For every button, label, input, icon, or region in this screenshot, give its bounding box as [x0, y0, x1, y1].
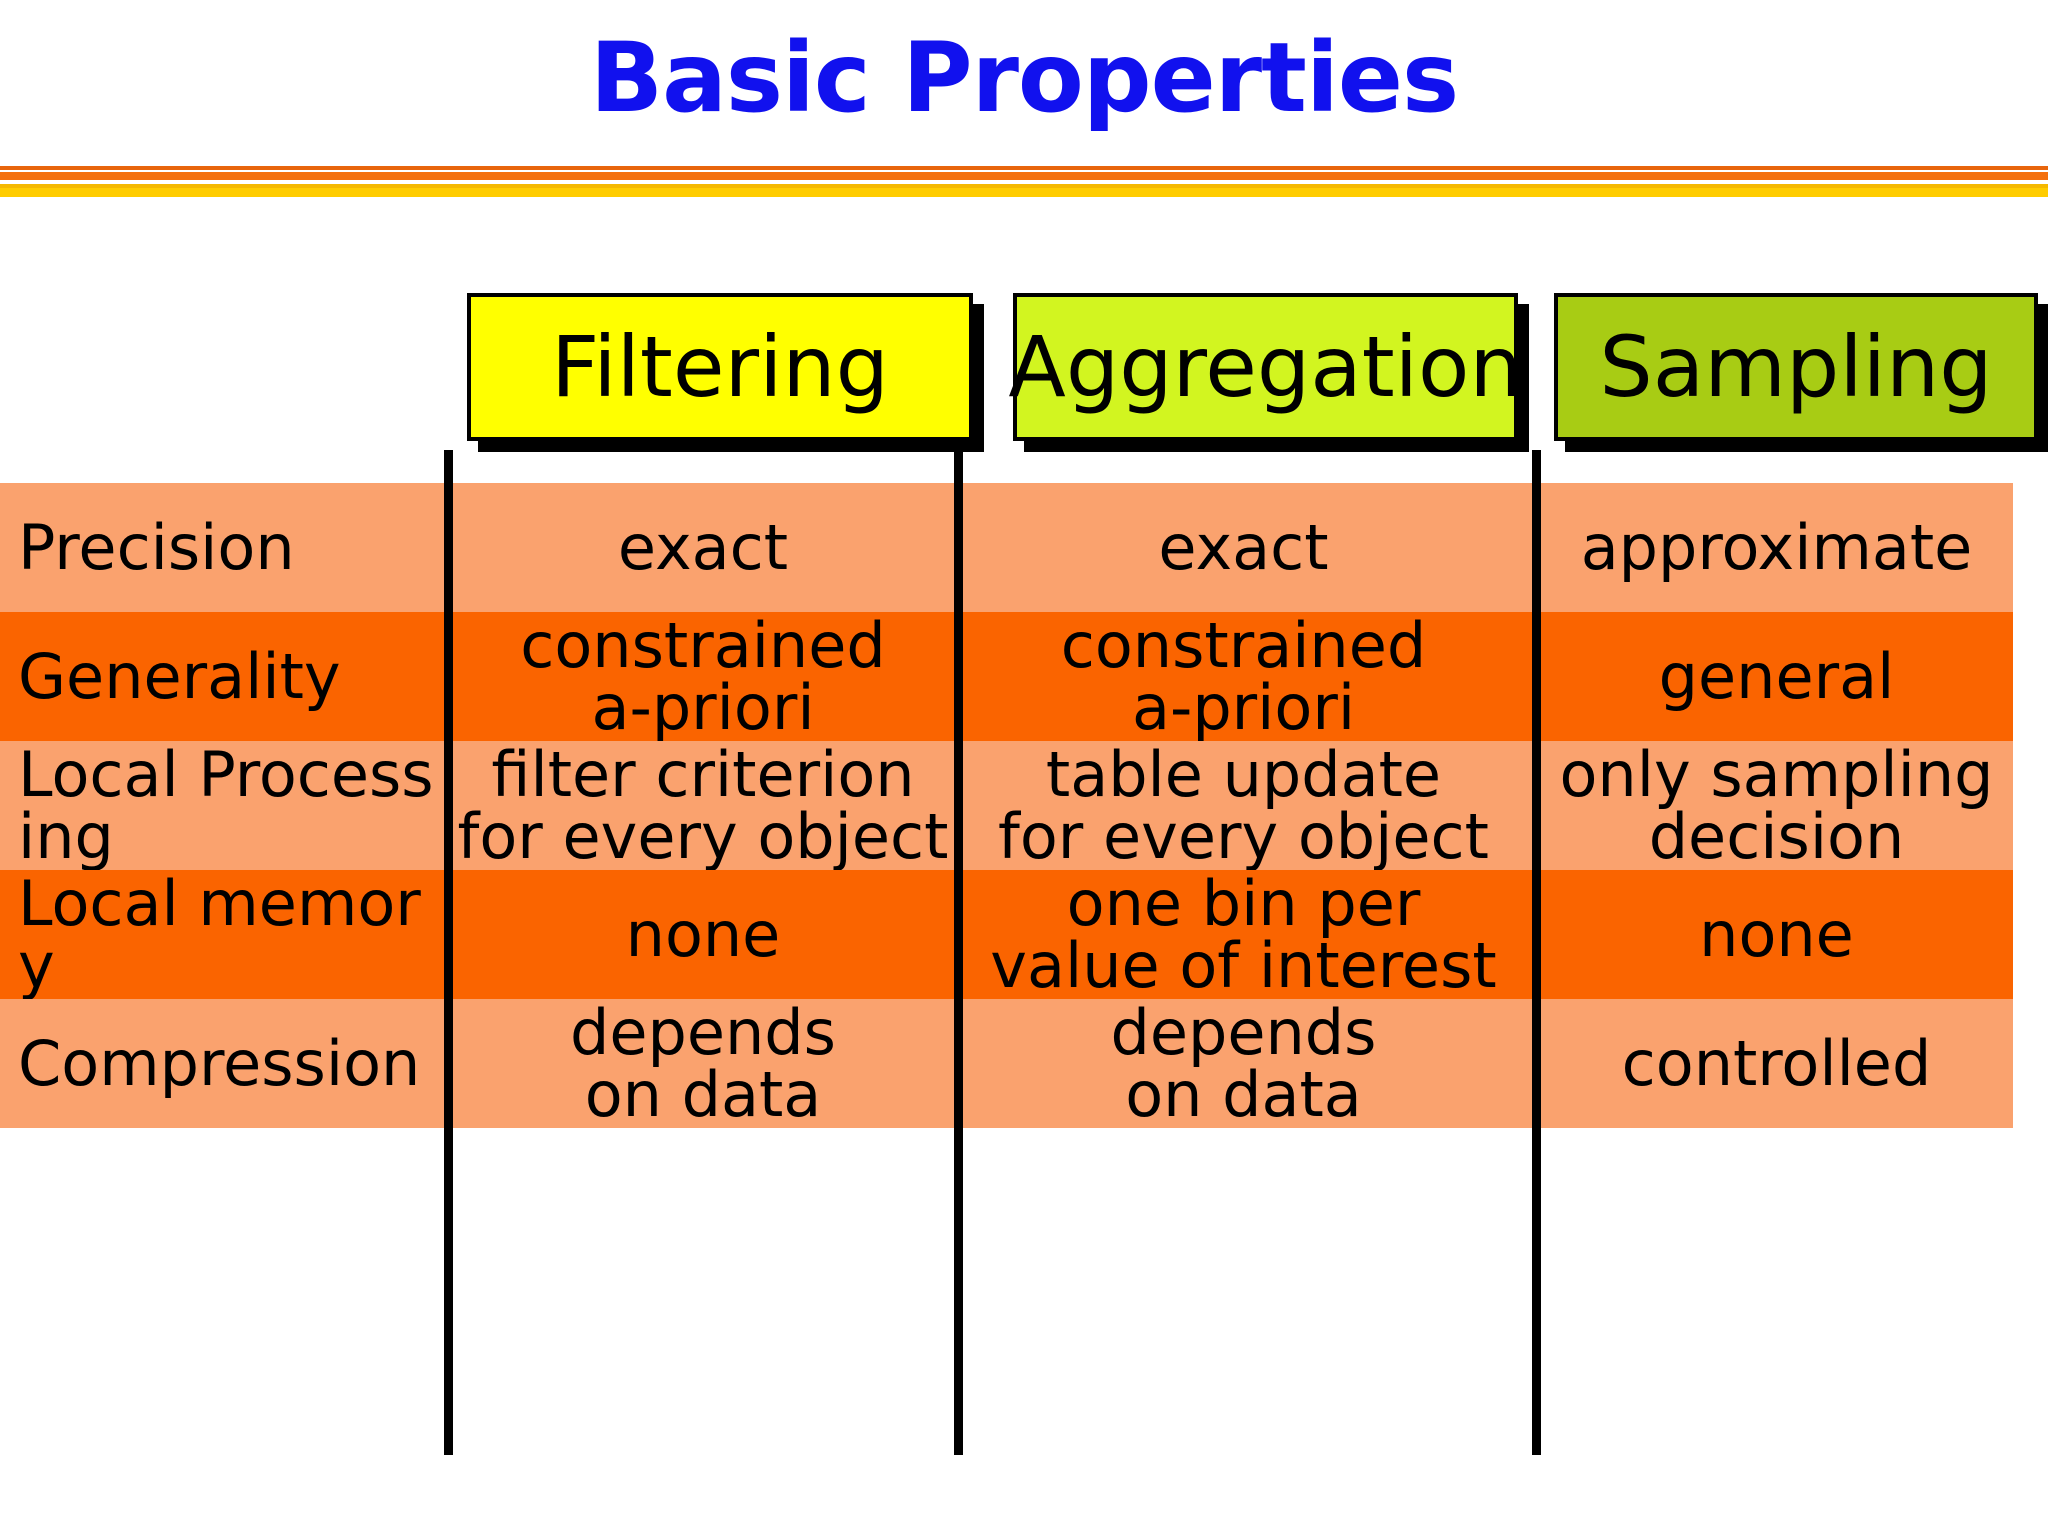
- table-cell-property: Compression: [18, 999, 438, 1128]
- table-cell-property: Local Processing: [18, 741, 438, 870]
- divider-rule-orange: [0, 172, 2048, 180]
- column-separator-1: [444, 450, 453, 1455]
- divider-rule-gap: [0, 180, 2048, 184]
- column-separator-3: [1532, 450, 1541, 1455]
- column-header-aggregation-label: Aggregation: [1008, 318, 1523, 416]
- cell-text: Precision: [18, 510, 295, 584]
- table-cell-aggregation: exact: [962, 483, 1534, 612]
- table-cell-sampling: none: [1540, 870, 2013, 999]
- table-cell-sampling: general: [1540, 612, 2013, 741]
- cell-text: approximate: [1580, 510, 1973, 584]
- cell-text: Generality: [18, 639, 341, 713]
- cell-text: none: [1699, 897, 1854, 971]
- divider-rule-gold-top: [0, 184, 2048, 188]
- column-header-aggregation: Aggregation: [1008, 293, 1523, 441]
- column-header-filtering-label: Filtering: [551, 318, 889, 416]
- page-title: Basic Properties: [589, 22, 1459, 134]
- cell-text: none: [625, 897, 781, 971]
- table-cell-filtering: exact: [452, 483, 954, 612]
- table-cell-filtering: none: [452, 870, 954, 999]
- table-cell-property: Precision: [18, 483, 438, 612]
- column-header-sampling-label: Sampling: [1599, 318, 1993, 416]
- table-row: Precision exact exact approximate: [0, 483, 2013, 612]
- cell-text: exact: [617, 510, 789, 584]
- cell-text: Compression: [18, 1026, 421, 1100]
- table-cell-sampling: controlled: [1540, 999, 2013, 1128]
- cell-text: Local Processing: [18, 737, 434, 873]
- cell-text: general: [1658, 639, 1895, 713]
- table-cell-sampling: approximate: [1540, 483, 2013, 612]
- table-cell-property: Local memory: [18, 870, 438, 999]
- column-header-sampling: Sampling: [1554, 293, 2038, 441]
- table-cell-property: Generality: [18, 612, 438, 741]
- cell-text: controlled: [1621, 1026, 1932, 1100]
- cell-text: exact: [1158, 510, 1329, 584]
- cell-text: Local memory: [18, 866, 421, 1002]
- divider-rule-gold: [0, 188, 2048, 197]
- column-separator-2: [954, 450, 963, 1455]
- column-header-filtering: Filtering: [467, 293, 973, 441]
- divider-rule-orange-top: [0, 166, 2048, 170]
- properties-table: Precision exact exact approximate Genera…: [0, 483, 2013, 1415]
